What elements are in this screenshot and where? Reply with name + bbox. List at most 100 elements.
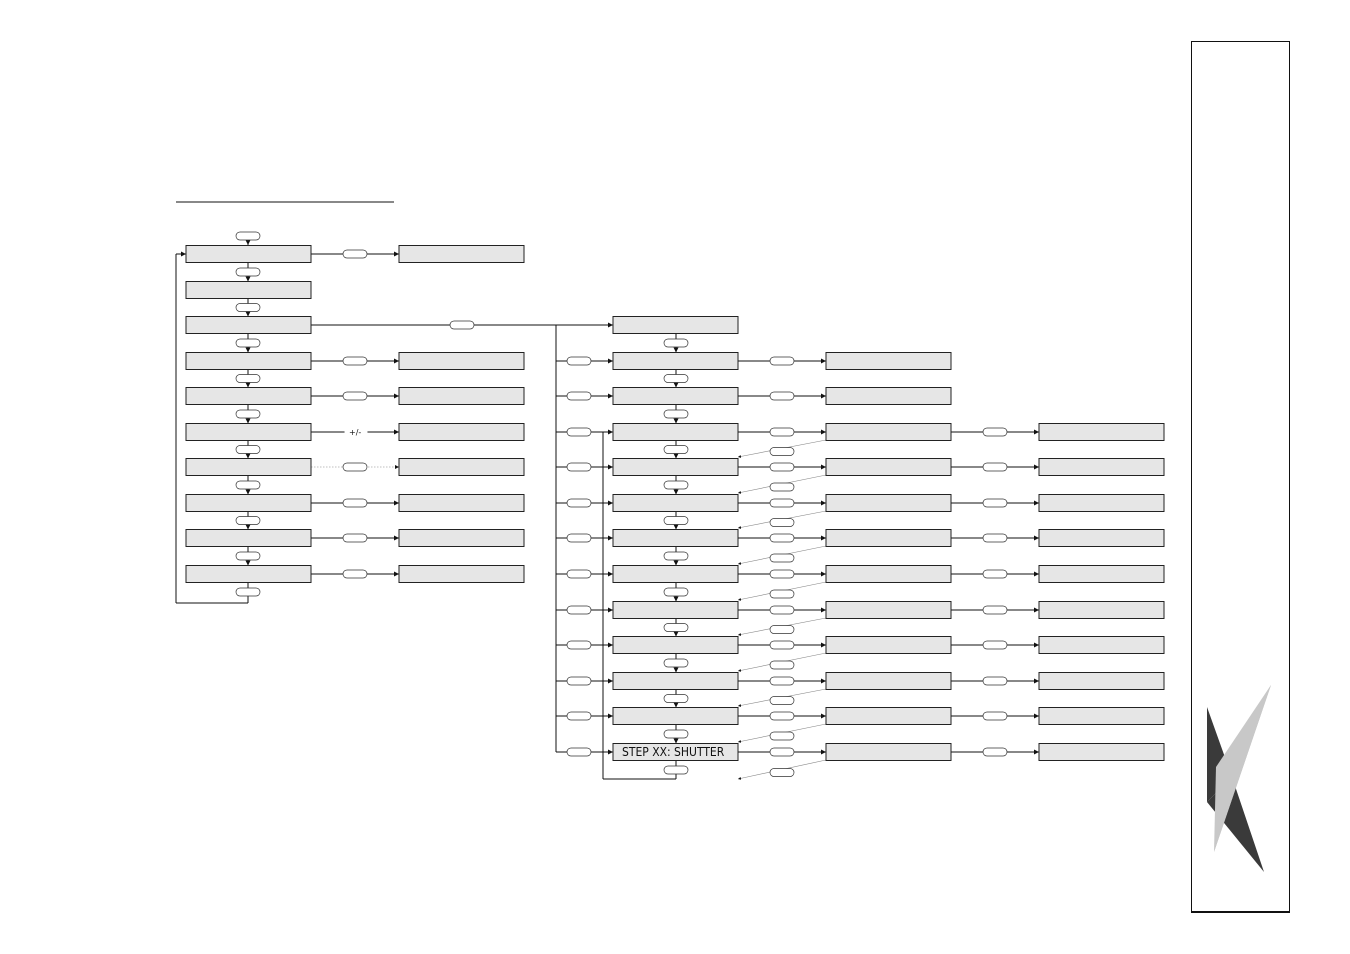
key-pill: [769, 462, 795, 472]
key-pill: [982, 569, 1008, 579]
key-pill: [769, 553, 795, 563]
key-pill: [769, 482, 795, 492]
key-pill: [982, 676, 1008, 686]
key-pill: [982, 640, 1008, 650]
key-pill: [566, 462, 592, 472]
detail-box-col5: [1038, 707, 1165, 725]
key-pill: [769, 696, 795, 705]
key-pill: [235, 516, 261, 525]
detail-box-col2: [398, 352, 525, 370]
plus-minus-label: +/-: [349, 428, 361, 437]
detail-box-col4: [825, 565, 952, 583]
key-pill: [235, 374, 261, 383]
entry-key-pill: [235, 231, 261, 241]
key-pill: [769, 447, 795, 456]
key-pill: [769, 533, 795, 543]
key-pill: [982, 427, 1008, 437]
key-pill: [342, 249, 368, 259]
menu-box-col1: [185, 281, 312, 299]
detail-box-col4: [825, 458, 952, 476]
menu-box-col1: [185, 423, 312, 441]
key-pill: [449, 320, 475, 330]
key-pill: [566, 498, 592, 508]
menu-box-col3: [612, 601, 739, 619]
key-pill: [663, 374, 689, 383]
detail-box-col5: [1038, 458, 1165, 476]
detail-box-col5: [1038, 601, 1165, 619]
menu-box-col1: [185, 565, 312, 583]
detail-box-col5: [1038, 672, 1165, 690]
step-shutter-box: [612, 743, 739, 761]
detail-box-col2: [398, 458, 525, 476]
key-pill: [235, 303, 261, 312]
key-pill: [769, 660, 795, 670]
key-pill: [663, 445, 689, 454]
menu-box-col3: [612, 565, 739, 583]
detail-box-col2: [398, 387, 525, 405]
key-pill: [235, 587, 261, 597]
menu-box-col3: [612, 636, 739, 654]
key-pill: [342, 391, 368, 401]
key-pill: [982, 747, 1008, 757]
key-pill: [566, 356, 592, 366]
detail-box-col5: [1038, 636, 1165, 654]
detail-box-col2: [398, 529, 525, 547]
menu-box-col1: [185, 352, 312, 370]
key-pill: [769, 391, 795, 401]
detail-box-col4: [825, 707, 952, 725]
key-pill: [982, 462, 1008, 472]
key-pills: [235, 231, 1008, 777]
key-pill: [663, 729, 689, 739]
key-pill: [663, 516, 689, 525]
key-pill: [663, 338, 689, 348]
key-pill: [663, 623, 689, 632]
key-pill: [566, 391, 592, 401]
key-pill: [663, 409, 689, 419]
key-pill: [769, 605, 795, 615]
key-pill: [663, 551, 689, 561]
detail-box-col4: [825, 423, 952, 441]
detail-box-col2: [398, 494, 525, 512]
menu-boxes: [185, 245, 1165, 761]
key-pill: [982, 605, 1008, 615]
key-pill: [342, 533, 368, 543]
detail-box-col4: [825, 387, 952, 405]
menu-box-col3: [612, 423, 739, 441]
key-pill: [663, 480, 689, 490]
key-pill: [342, 462, 368, 472]
key-pill: [342, 498, 368, 508]
detail-box-col5: [1038, 565, 1165, 583]
key-pill: [342, 569, 368, 579]
menu-box-col1: [185, 529, 312, 547]
key-pill: [769, 731, 795, 741]
detail-box-col5: [1038, 423, 1165, 441]
menu-box-col1: [185, 245, 312, 263]
detail-box-col4: [825, 494, 952, 512]
key-pill: [235, 267, 261, 277]
detail-box-col2: [398, 423, 525, 441]
detail-box-col2: [398, 245, 525, 263]
key-pill: [663, 587, 689, 597]
key-pill: [235, 338, 261, 348]
key-pill: [982, 711, 1008, 721]
key-pill: [235, 551, 261, 561]
detail-box-col5: [1038, 743, 1165, 761]
key-pill: [982, 498, 1008, 508]
key-pill: [663, 765, 689, 775]
menu-box-col3: [612, 387, 739, 405]
side-panel: [1191, 41, 1290, 913]
key-pill: [342, 356, 368, 366]
key-pill: [235, 409, 261, 419]
key-pill: [566, 676, 592, 686]
key-pill: [769, 768, 795, 777]
menu-box-col3: [612, 707, 739, 725]
menu-box-col3: [612, 352, 739, 370]
detail-box-col4: [825, 529, 952, 547]
key-pill: [769, 747, 795, 757]
key-pill: [566, 711, 592, 721]
key-pill: [769, 518, 795, 527]
key-pill: [769, 356, 795, 366]
key-pill: [769, 569, 795, 579]
detail-box-col5: [1038, 529, 1165, 547]
